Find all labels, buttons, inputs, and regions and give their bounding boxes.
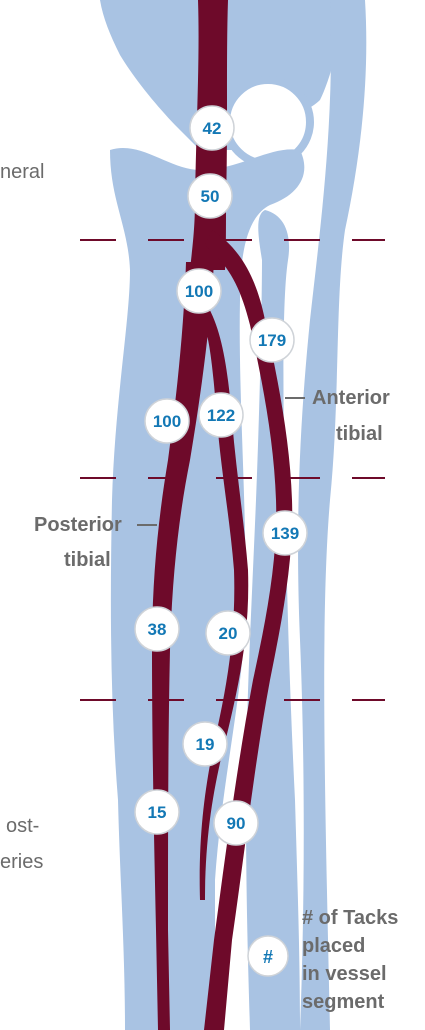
tack-badge-popliteal-lower: 50 bbox=[188, 174, 232, 218]
leg-outer-right bbox=[298, 0, 366, 1030]
posterior-tibial-label-line1: Posterior bbox=[34, 513, 122, 537]
tack-count-value: 50 bbox=[201, 187, 220, 206]
tack-badge-anterior-tibial-distal: 90 bbox=[214, 801, 258, 845]
tack-count-value: 19 bbox=[196, 735, 215, 754]
tack-badge-posterior-tibial-mid: 38 bbox=[135, 607, 179, 651]
tack-count-value: 15 bbox=[148, 803, 167, 822]
legend-text: # of Tacks placed in vessel segment bbox=[302, 904, 398, 1016]
tack-badge-peroneal-distal: 19 bbox=[183, 722, 227, 766]
tack-count-value: 179 bbox=[258, 331, 286, 350]
partial-label-top: neral bbox=[0, 160, 44, 184]
tack-count-value: 139 bbox=[271, 524, 299, 543]
legend-badge: # bbox=[248, 936, 288, 976]
partial-label-bottom-1: ost- bbox=[6, 814, 39, 838]
anterior-tibial-label-line2: tibial bbox=[336, 422, 383, 446]
tack-count-value: 100 bbox=[185, 282, 213, 301]
tack-badge-tibioperoneal-trunk: 100 bbox=[177, 269, 221, 313]
tack-badge-posterior-tibial-proximal: 100 bbox=[145, 399, 189, 443]
tack-count-value: 100 bbox=[153, 412, 181, 431]
tack-badge-peroneal-proximal: 122 bbox=[199, 393, 243, 437]
tack-count-value: 122 bbox=[207, 406, 235, 425]
partial-label-bottom-2: eries bbox=[0, 850, 43, 874]
tack-badge-peroneal-mid: 20 bbox=[206, 611, 250, 655]
tack-badge-popliteal-upper: 42 bbox=[190, 106, 234, 150]
tack-count-value: 42 bbox=[203, 119, 222, 138]
tack-count-value: 90 bbox=[227, 814, 246, 833]
legend-badge-symbol: # bbox=[263, 947, 273, 967]
posterior-tibial-label-line2: tibial bbox=[64, 548, 111, 572]
tack-count-value: 20 bbox=[219, 624, 238, 643]
tack-count-value: 38 bbox=[148, 620, 167, 639]
tack-badge-anterior-tibial-proximal: 179 bbox=[250, 318, 294, 362]
tack-badge-anterior-tibial-mid: 139 bbox=[263, 511, 307, 555]
tack-badge-posterior-tibial-distal: 15 bbox=[135, 790, 179, 834]
anterior-tibial-label-line1: Anterior bbox=[312, 386, 390, 410]
